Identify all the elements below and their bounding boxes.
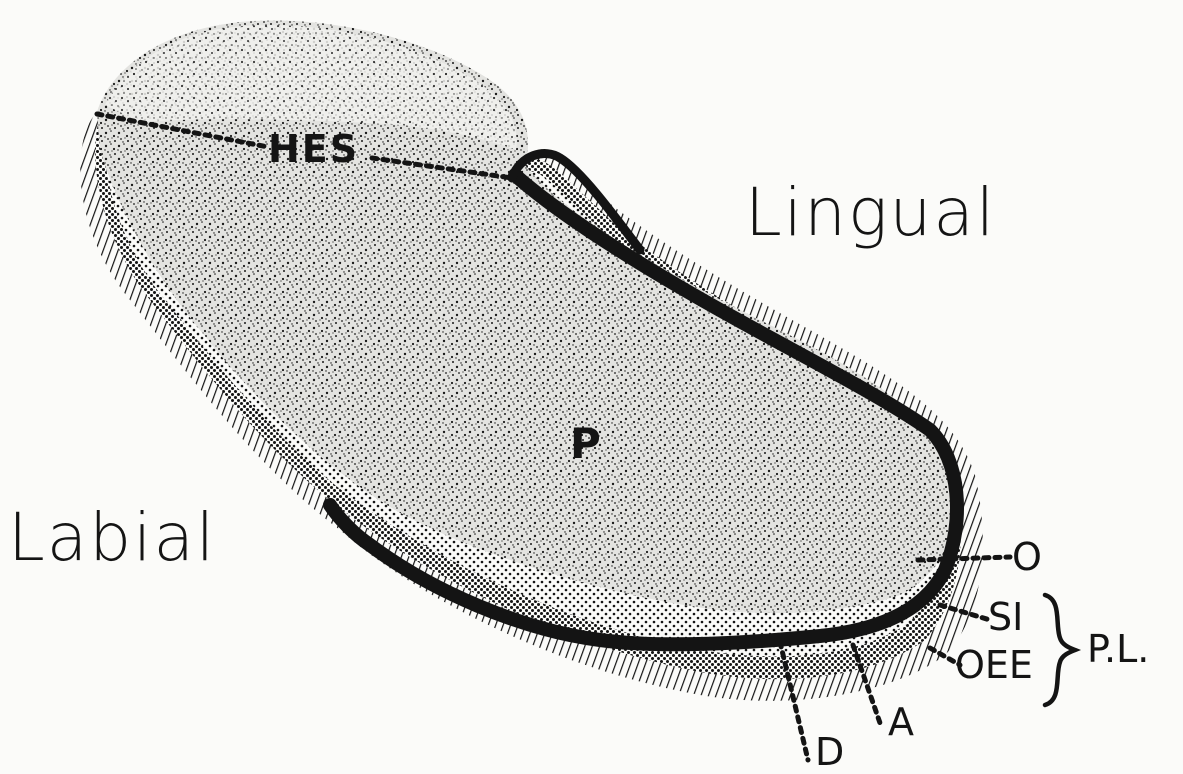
- oee-label: OEE: [955, 646, 1033, 684]
- pulp-label: P: [570, 423, 601, 465]
- a-label: A: [888, 703, 914, 741]
- o-label: O: [1012, 538, 1042, 576]
- si-label: SI: [988, 598, 1023, 636]
- pl-brace: [1045, 595, 1075, 705]
- lingual-label: Lingual: [745, 180, 996, 246]
- d-label: D: [815, 733, 844, 771]
- o-leader: [918, 557, 1010, 560]
- pl-label: P.L.: [1087, 630, 1149, 668]
- labial-label: Labial: [8, 505, 216, 571]
- hes-label: HES: [268, 130, 359, 168]
